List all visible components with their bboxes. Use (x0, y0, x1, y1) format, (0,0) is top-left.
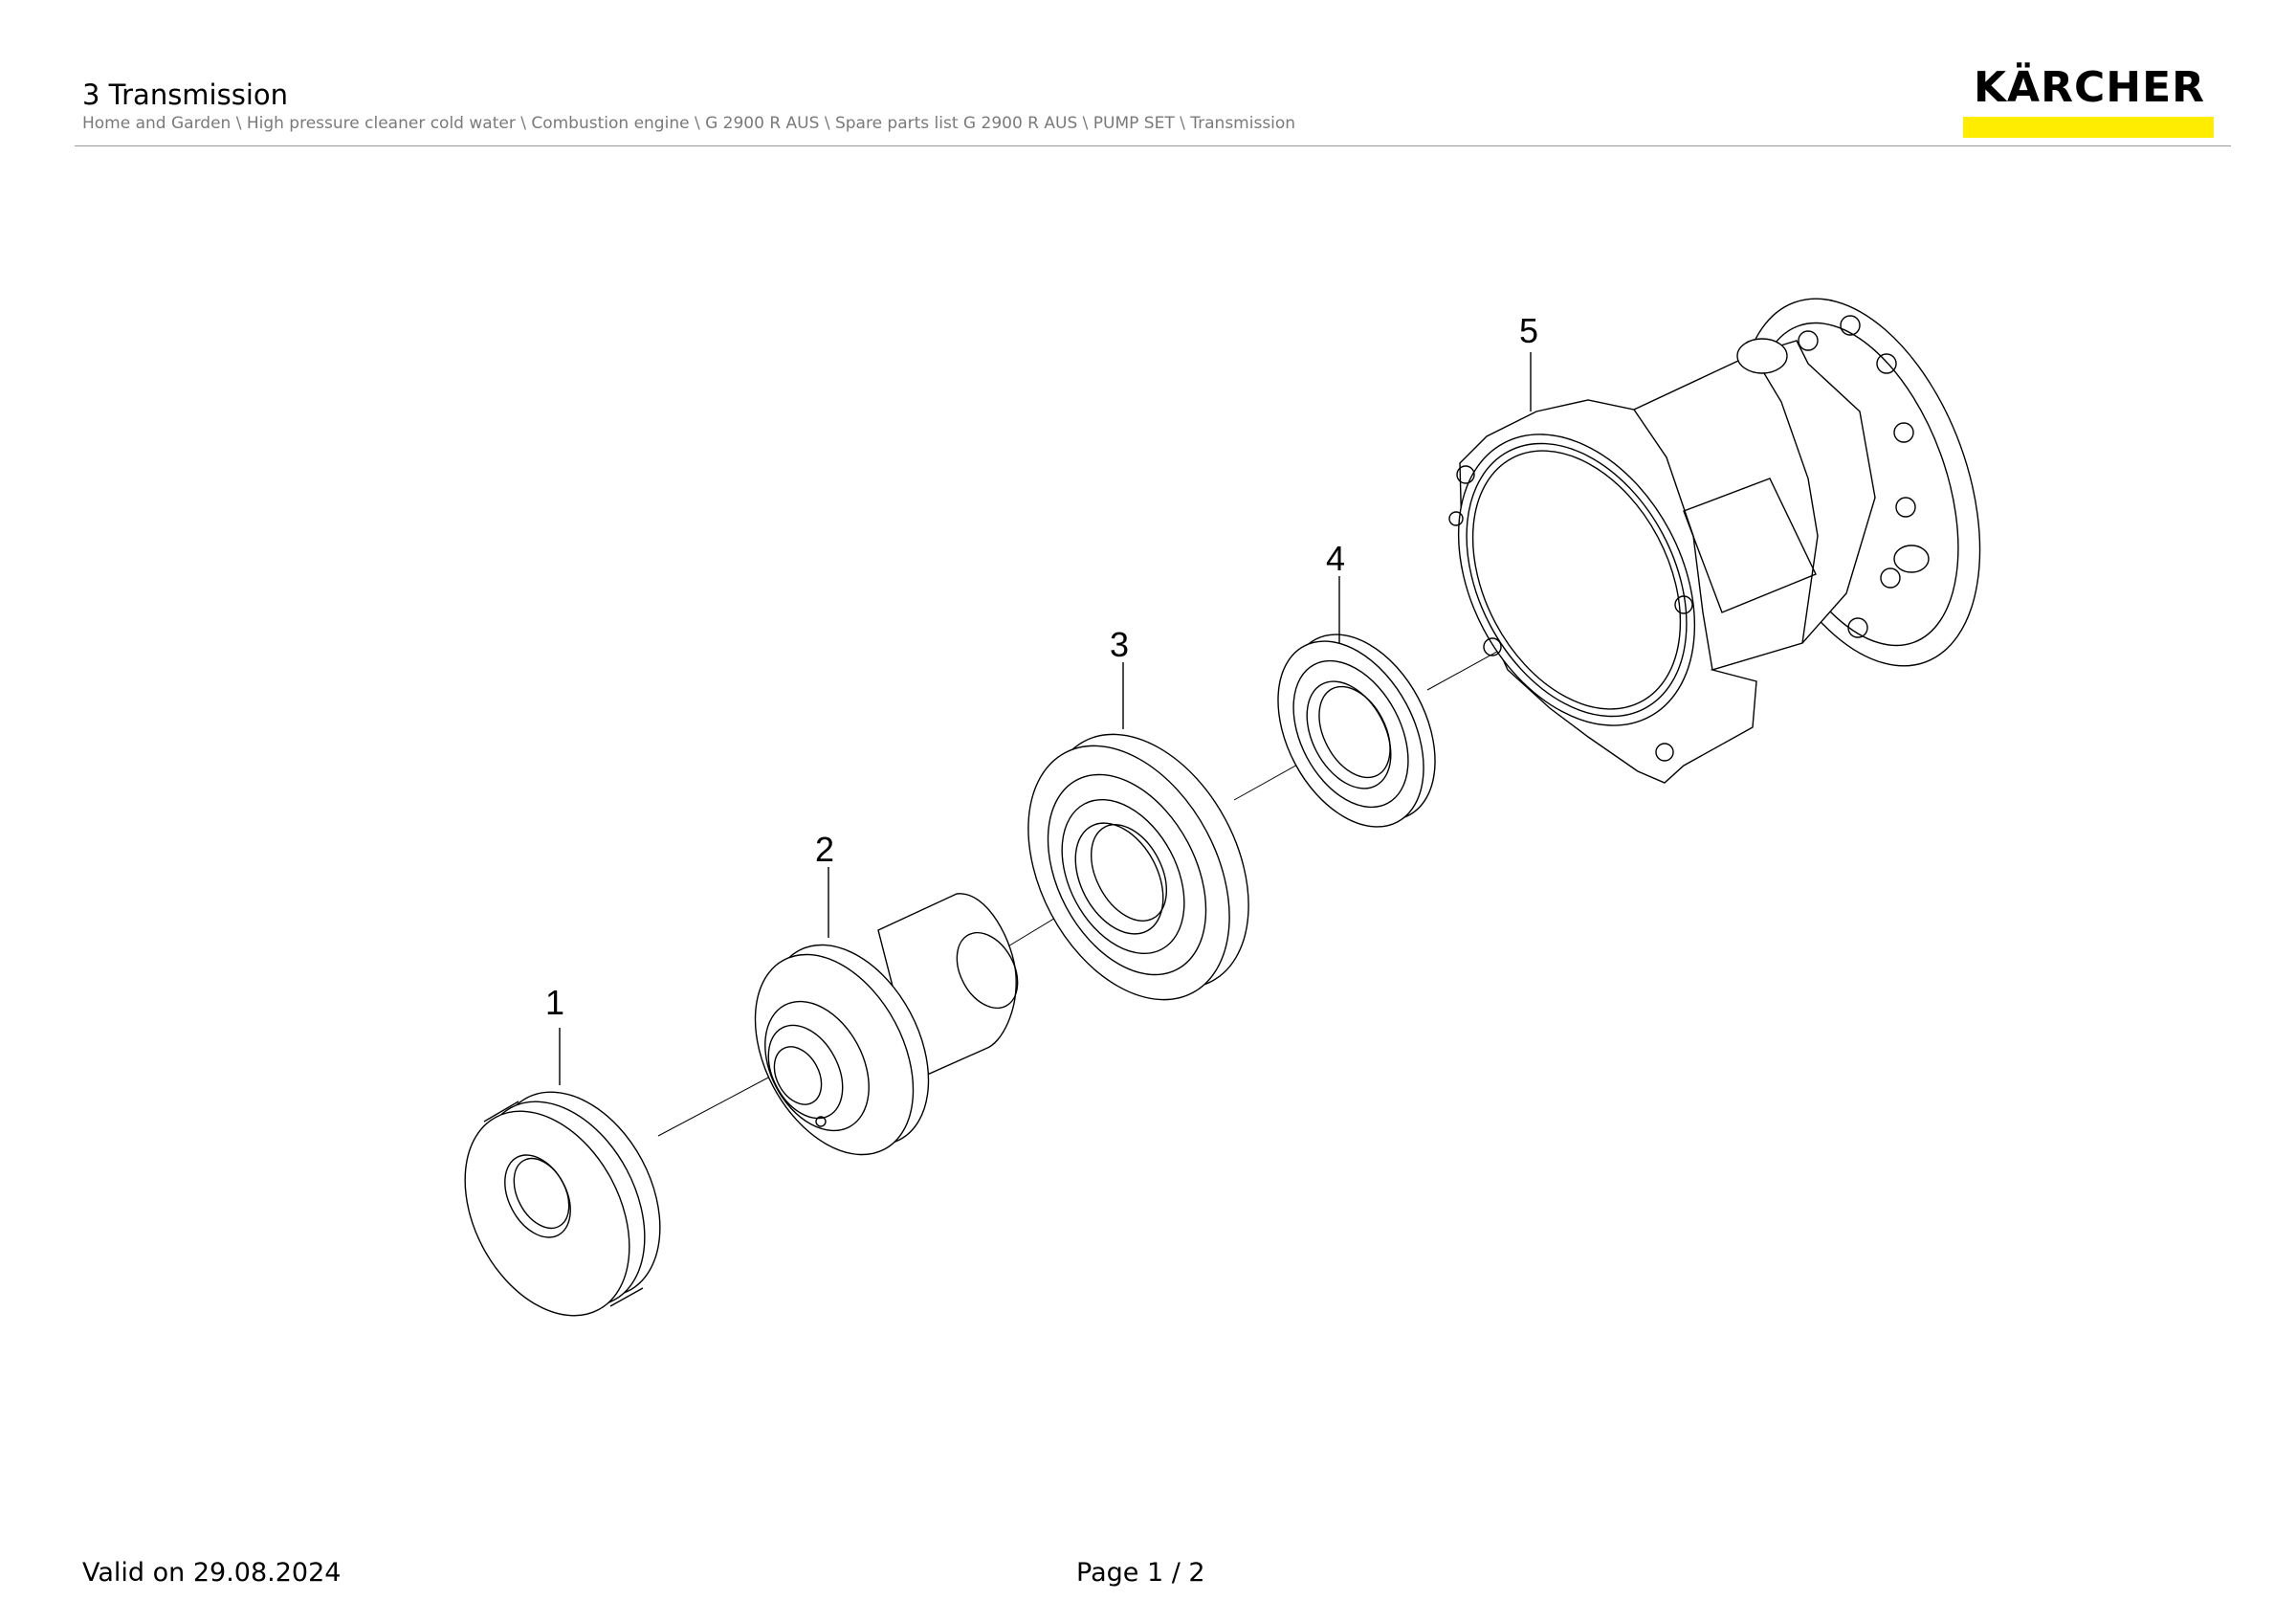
part-1-seal-ring[interactable] (431, 1064, 693, 1345)
part-label-4: 4 (1326, 539, 1345, 578)
part-label-1: 1 (545, 983, 564, 1022)
part-5-transmission-housing[interactable] (1411, 266, 2026, 784)
label-leader-lines (559, 352, 1532, 1085)
header-divider (75, 145, 2231, 146)
validity-date: Valid on 29.08.2024 (82, 1558, 342, 1588)
page-title: 3 Transmission (82, 78, 289, 111)
part-label-2: 2 (815, 830, 834, 869)
part-4-shaft-seal[interactable] (1248, 610, 1465, 852)
karcher-logo: KÄRCHER (1963, 61, 2216, 138)
page-number: Page 1 / 2 (1076, 1558, 1205, 1588)
part-label-3: 3 (1110, 625, 1129, 664)
logo-wordmark: KÄRCHER (1973, 63, 2206, 112)
part-3-roller-bearing[interactable] (987, 700, 1290, 1034)
part-2-shaft-flange[interactable] (723, 893, 1030, 1182)
part-label-5: 5 (1519, 311, 1538, 350)
logo-yellow-bar (1963, 117, 2214, 138)
breadcrumb: Home and Garden \ High pressure cleaner … (82, 114, 1296, 133)
